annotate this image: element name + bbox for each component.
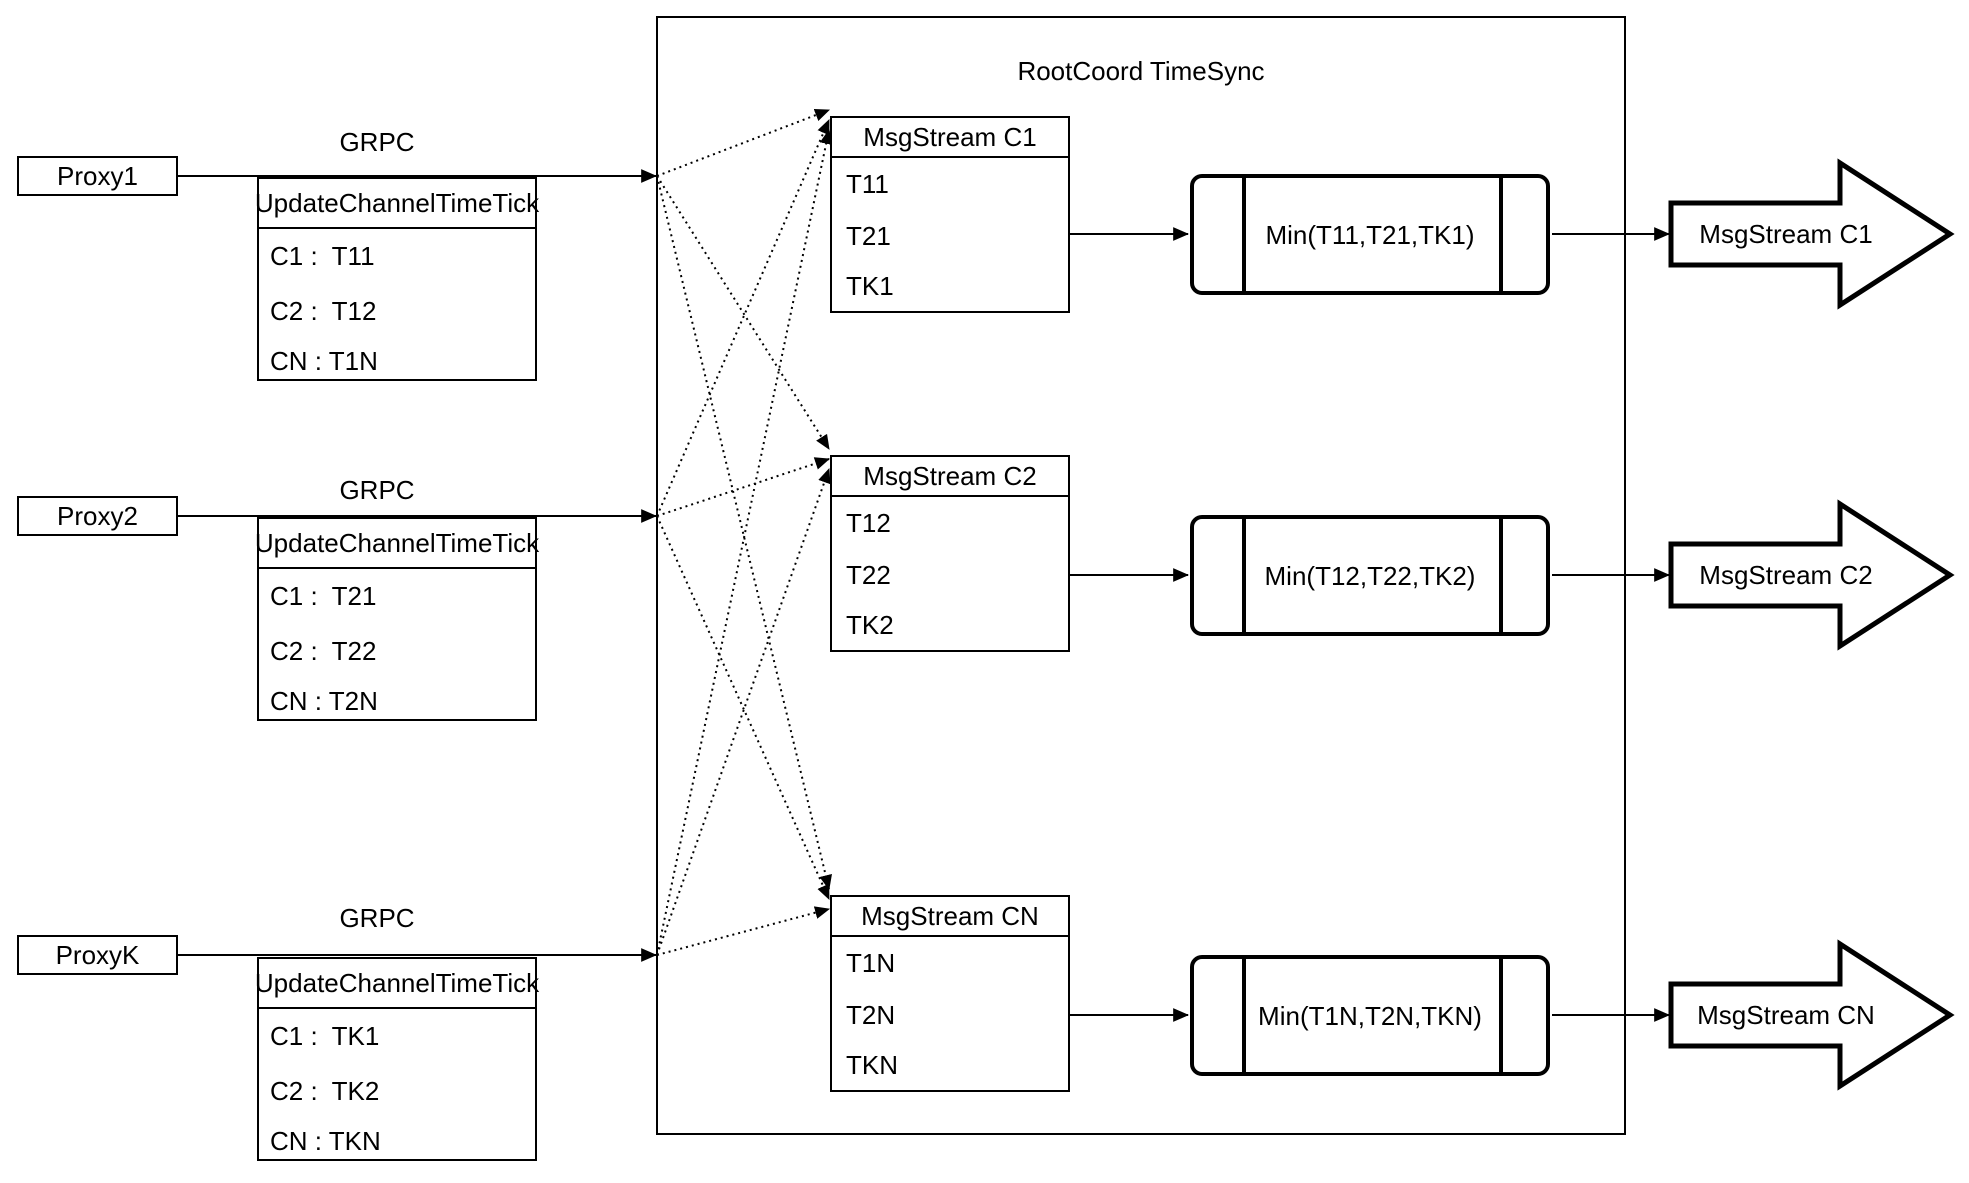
update-table-header: UpdateChannelTimeTick bbox=[255, 519, 539, 569]
output-stream-label-c1: MsgStream C1 bbox=[1699, 219, 1873, 249]
fanout-p2-cn bbox=[656, 515, 830, 900]
msgstream-table-header: MsgStream C2 bbox=[832, 457, 1068, 497]
proxy2-node: Proxy2 bbox=[17, 496, 178, 536]
min-divider-right bbox=[1499, 519, 1503, 632]
msgstream-table-row: T2N bbox=[846, 1000, 896, 1030]
update-timetick-table-2: UpdateChannelTimeTick C1 : T21 C2 : T22 … bbox=[255, 517, 539, 721]
fanout-p2-c2 bbox=[656, 457, 831, 517]
update-table-row: C2 : TK2 bbox=[270, 1076, 380, 1106]
msgstream-table-row: T21 bbox=[846, 221, 891, 251]
min-divider-left bbox=[1242, 178, 1246, 291]
proxy1-node: Proxy1 bbox=[17, 156, 178, 196]
min-label: Min(T1N,T2N,TKN) bbox=[1258, 1000, 1482, 1031]
min-divider-right bbox=[1499, 959, 1503, 1072]
fanout-pk-c1 bbox=[656, 128, 833, 956]
output-arrow-c2 bbox=[1668, 499, 1955, 651]
min-label: Min(T11,T21,TK1) bbox=[1265, 219, 1475, 250]
output-arrow-cn bbox=[1668, 939, 1955, 1091]
update-table-row: CN : TKN bbox=[270, 1126, 381, 1156]
fanout-pk-c2 bbox=[656, 467, 831, 956]
update-table-row: C1 : T11 bbox=[270, 241, 375, 271]
update-timetick-table-3: UpdateChannelTimeTick C1 : TK1 C2 : TK2 … bbox=[255, 957, 539, 1161]
min-divider-right bbox=[1499, 178, 1503, 291]
min-reducer-2: Min(T12,T22,TK2) bbox=[1190, 515, 1550, 636]
msgstream-table-row: T1N bbox=[846, 948, 896, 978]
msgstream-table-header: MsgStream CN bbox=[832, 897, 1068, 937]
min-divider-left bbox=[1242, 519, 1246, 632]
fanout-p1-cn bbox=[656, 175, 832, 891]
update-table-row: CN : T1N bbox=[270, 346, 378, 376]
grpc-label-3: GRPC bbox=[339, 903, 415, 933]
grpc-label-1: GRPC bbox=[339, 127, 415, 157]
update-table-row: C1 : T21 bbox=[270, 581, 377, 611]
rootcoord-container: RootCoord TimeSync bbox=[656, 16, 1626, 1135]
min-reducer-1: Min(T11,T21,TK1) bbox=[1190, 174, 1550, 295]
min-label: Min(T12,T22,TK2) bbox=[1264, 560, 1476, 591]
update-table-row: C1 : TK1 bbox=[270, 1021, 380, 1051]
msgstream-table-row: T12 bbox=[846, 508, 891, 538]
update-table-row: CN : T2N bbox=[270, 686, 378, 716]
table-to-min-arrows bbox=[1070, 227, 1190, 1022]
update-timetick-table-1: UpdateChannelTimeTick C1 : T11 C2 : T12 … bbox=[255, 177, 539, 381]
min-to-output-arrows bbox=[1552, 227, 1671, 1022]
msgstream-table-c1: MsgStream C1 T11 T21 TK1 bbox=[830, 116, 1070, 313]
min-divider-left bbox=[1242, 959, 1246, 1072]
update-table-header: UpdateChannelTimeTick bbox=[255, 959, 539, 1009]
output-stream-label-cn: MsgStream CN bbox=[1697, 1000, 1875, 1030]
msgstream-table-row: T11 bbox=[846, 169, 889, 199]
grpc-label-2: GRPC bbox=[339, 475, 415, 505]
update-table-row: C2 : T22 bbox=[270, 636, 377, 666]
update-table-header: UpdateChannelTimeTick bbox=[255, 179, 539, 229]
msgstream-table-cn: MsgStream CN T1N T2N TKN bbox=[830, 895, 1070, 1092]
msgstream-table-row: TK1 bbox=[846, 271, 894, 301]
grpc-connector-lines bbox=[178, 169, 658, 962]
msgstream-table-row: T22 bbox=[846, 560, 891, 590]
min-reducer-3: Min(T1N,T2N,TKN) bbox=[1190, 955, 1550, 1076]
update-table-row: C2 : T12 bbox=[270, 296, 377, 326]
fanout-p1-c1 bbox=[656, 108, 831, 177]
output-stream-label-c2: MsgStream C2 bbox=[1699, 560, 1873, 590]
output-arrow-c1 bbox=[1668, 158, 1955, 310]
msgstream-table-row: TK2 bbox=[846, 610, 894, 640]
msgstream-table-header: MsgStream C1 bbox=[832, 118, 1068, 158]
fanout-dotted-arrows bbox=[656, 108, 833, 956]
msgstream-table-c2: MsgStream C2 T12 T22 TK2 bbox=[830, 455, 1070, 652]
rootcoord-title: RootCoord TimeSync bbox=[1017, 56, 1265, 86]
msgstream-table-row: TKN bbox=[846, 1050, 898, 1080]
proxyk-node: ProxyK bbox=[17, 935, 178, 975]
output-block-arrows bbox=[1668, 158, 1955, 1091]
